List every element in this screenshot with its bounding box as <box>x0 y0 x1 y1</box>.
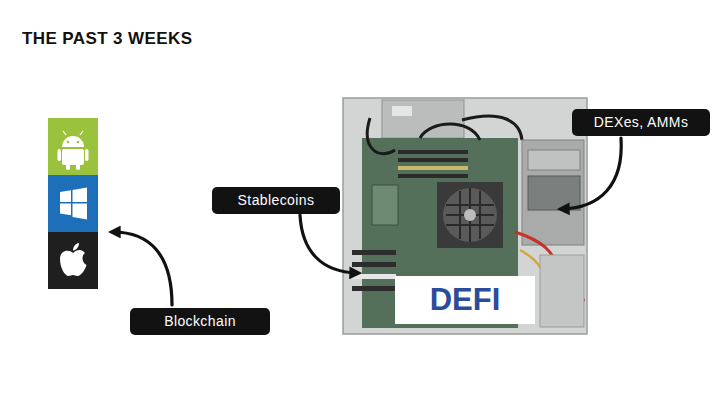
fan-hub <box>464 209 476 221</box>
title-box: DEFI <box>395 276 535 324</box>
chassis-edge <box>343 98 587 334</box>
label-text: DEXes, AMMs <box>592 114 690 131</box>
leader-arrow <box>300 215 357 273</box>
cables <box>367 116 522 154</box>
apple-leaf <box>73 243 79 251</box>
windows-pane <box>73 188 88 203</box>
callout-label: DEXes, AMMs <box>572 109 710 136</box>
callout-label: Stablecoins <box>212 187 340 214</box>
windows-pane <box>60 190 71 202</box>
pci-slot <box>352 262 396 267</box>
cpu-fan-frame <box>437 182 503 248</box>
ram-slot <box>398 166 468 170</box>
ram-slot <box>398 158 468 162</box>
android-body <box>62 149 84 165</box>
android-eye <box>67 141 70 144</box>
ram-slot <box>398 150 468 154</box>
leader-arrow <box>113 232 172 305</box>
os-icons <box>48 118 98 289</box>
fan-grille <box>446 188 494 242</box>
ram-slot <box>398 174 468 178</box>
apple-logo <box>60 250 87 276</box>
leader-arrow <box>562 138 621 209</box>
hard-drive <box>528 176 580 210</box>
windows-tile <box>48 175 98 232</box>
android-arm <box>58 149 62 161</box>
windows-pane <box>73 204 88 220</box>
motherboard <box>362 138 518 328</box>
label-text: DEFI <box>415 283 515 317</box>
lower-bay <box>540 255 584 327</box>
pci-slot <box>352 274 396 279</box>
android-antenna <box>63 131 66 135</box>
android-leg <box>66 163 70 170</box>
drive-cage <box>522 140 584 245</box>
label-text: Blockchain <box>150 313 250 330</box>
android-head <box>62 136 84 147</box>
chipset <box>372 185 398 225</box>
pci-slot <box>352 250 396 255</box>
android-arm <box>85 149 89 161</box>
apple-tile <box>48 232 98 289</box>
android-tile <box>48 118 98 175</box>
android-antenna <box>80 131 83 135</box>
page-title: THE PAST 3 WEEKS <box>22 29 192 49</box>
android-eye <box>77 141 80 144</box>
android-leg <box>76 163 80 170</box>
cpu-fan <box>443 188 497 242</box>
callout-label: Blockchain <box>130 308 270 335</box>
pci-slot <box>352 286 396 291</box>
windows-pane <box>60 204 71 216</box>
label-text: Stablecoins <box>232 192 320 209</box>
psu-label <box>392 106 412 116</box>
drive-bay <box>528 150 580 170</box>
computer-photo <box>343 98 587 334</box>
chassis <box>343 98 587 334</box>
